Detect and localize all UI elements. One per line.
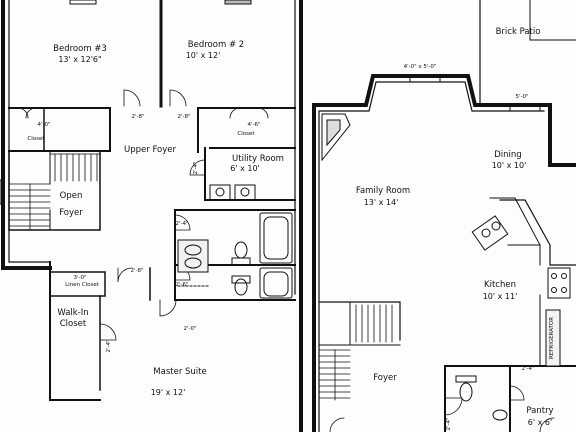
main-stairs <box>318 304 393 401</box>
fridge-label: REFRIGERATOR <box>549 317 555 359</box>
walkin-line2: Closet <box>60 319 87 329</box>
closet-right-name: Closet <box>237 131 255 137</box>
room-labels: Bedroom #3 13' x 12'6" Bedroom # 2 10' x… <box>27 27 553 427</box>
closet-left-name: Closet <box>27 136 45 142</box>
dining-name: Dining <box>494 150 521 160</box>
door-utility-dim: 2'-4" <box>193 161 199 174</box>
door-walkin-dim: 2'-4" <box>106 339 112 352</box>
closet-left-dim: 4'-0" <box>37 122 50 128</box>
main-bath-fixtures <box>329 375 555 433</box>
door-kitchen-dim: 2'-4" <box>521 366 534 372</box>
kitchen-name: Kitchen <box>484 280 516 290</box>
walkin-line1: Walk-In <box>57 308 88 318</box>
master-name: Master Suite <box>153 367 206 377</box>
bedroom3-name: Bedroom #3 <box>53 44 107 54</box>
door-master1-dim: 2'-8" <box>130 268 143 274</box>
bedroom2-name: Bedroom # 2 <box>188 40 244 50</box>
upper-stairs <box>8 153 101 231</box>
door-upper-left-dim: 2'-8" <box>131 114 144 120</box>
pantry-size: 6' x 6' <box>528 418 552 427</box>
door-bath1-dim: 2'-4" <box>175 221 188 227</box>
kitchen-size: 10' x 11' <box>483 292 518 301</box>
dining-size: 10' x 10' <box>492 161 527 170</box>
patio-name: Brick Patio <box>496 27 541 37</box>
linen-name: Linen Closet <box>65 282 100 288</box>
upper-doors <box>17 89 269 341</box>
patio-door-dim: 5'-0" <box>515 94 528 100</box>
master-size: 19' x 12' <box>151 388 186 397</box>
door-master2-dim: 2'-0" <box>183 326 196 332</box>
upper-level-walls <box>1 0 303 434</box>
pantry-name: Pantry <box>526 406 553 416</box>
foyer-name: Foyer <box>373 373 397 383</box>
family-size: 13' x 14' <box>364 198 399 207</box>
bay-dim: 4'-0" x 5'-0" <box>404 64 437 70</box>
utility-size: 6' x 10' <box>230 164 260 173</box>
closet-right-dim: 4'-6" <box>247 122 260 128</box>
linen-dim: 3'-0" <box>73 275 86 281</box>
upper-windows <box>0 0 252 205</box>
main-windows <box>409 75 541 112</box>
dimension-labels: 2'-8" 2'-8" 4'-0" x 5'-0" 5'-0" 2'-4" 2'… <box>106 64 555 431</box>
door-foyer-dim: 2'-4" <box>446 417 452 430</box>
bedroom3-size: 13' x 12'6" <box>58 55 101 64</box>
door-bath2-dim: 2'-6" <box>175 282 188 288</box>
open-foyer-line1: Open <box>60 191 83 201</box>
family-name: Family Room <box>356 186 410 196</box>
kitchen-fixtures <box>471 215 571 367</box>
bedroom2-size: 10' x 12' <box>186 51 221 60</box>
upper-fixtures <box>177 184 293 299</box>
door-upper-right-dim: 2'-8" <box>177 114 190 120</box>
upper-foyer-name: Upper Foyer <box>124 145 176 155</box>
fireplace <box>321 113 351 162</box>
open-foyer-line2: Foyer <box>59 208 83 218</box>
main-level-walls <box>312 0 576 434</box>
utility-name: Utility Room <box>232 154 284 164</box>
